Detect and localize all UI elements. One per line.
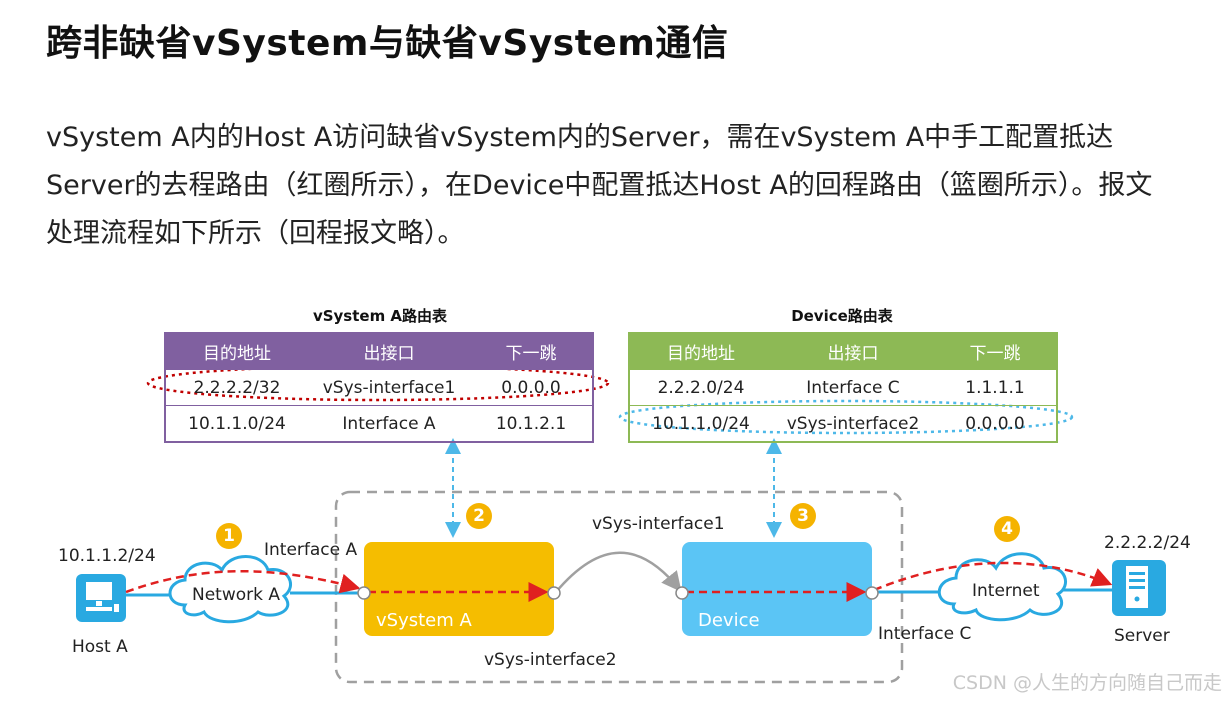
table-b-header-nexthop: 下一跳 (934, 333, 1057, 370)
device-box (682, 542, 872, 636)
table-b-r1-dest: 2.2.2.0/24 (629, 369, 772, 406)
table-row: 10.1.1.0/24 vSys-interface2 0.0.0.0 (629, 405, 1057, 442)
server-icon (1112, 560, 1166, 616)
host-ip-label: 10.1.1.2/24 (58, 546, 156, 566)
table-a-header-nexthop: 下一跳 (470, 333, 593, 370)
vsystem-a-label: vSystem A (376, 610, 472, 631)
table-a-r2-iface: Interface A (308, 405, 470, 442)
table-b-header: 目的地址 出接口 下一跳 (629, 333, 1057, 370)
table-b-r2-dest: 10.1.1.0/24 (629, 405, 772, 442)
internet-label: Internet (972, 581, 1040, 601)
interface-a-label: Interface A (264, 540, 358, 560)
description: vSystem A内的Host A访问缺省vSystem内的Server，需在v… (46, 114, 1196, 258)
server-name-label: Server (1114, 626, 1170, 646)
vsys-interface1-port (675, 586, 689, 600)
route-highlight-blue (618, 399, 1074, 435)
vsys-interface2-label: vSys-interface2 (484, 650, 617, 670)
flow-host-to-vsystema (125, 570, 361, 594)
vsystem-a-box (364, 542, 554, 636)
table-a-r1-iface: vSys-interface1 (308, 369, 470, 406)
step-badge-3: 3 (790, 503, 816, 529)
step-badge-4: 4 (994, 516, 1020, 542)
internet-cloud (937, 552, 1068, 622)
vsys-interface1-label: vSys-interface1 (592, 514, 725, 534)
table-b-header-iface: 出接口 (772, 333, 934, 370)
step-badge-1: 1 (216, 523, 242, 549)
device-label: Device (698, 610, 760, 631)
description-line-3: 处理流程如下所示（回程报文略）。 (46, 218, 465, 249)
table-b-r1-nexthop: 1.1.1.1 (934, 369, 1057, 406)
table-b-caption: Device路由表 (791, 307, 893, 325)
vsys-interface2-port (547, 586, 561, 600)
flow-device-to-server (873, 561, 1113, 592)
page-title: 跨非缺省vSystem与缺省vSystem通信 (46, 23, 729, 64)
table-a-header-iface: 出接口 (308, 333, 470, 370)
table-b-r2-iface: vSys-interface2 (772, 405, 934, 442)
server-ip-label: 2.2.2.2/24 (1104, 533, 1191, 553)
table-row: 10.1.1.0/24 Interface A 10.1.2.1 (165, 405, 593, 442)
device-route-table: 目的地址 出接口 下一跳 2.2.2.0/24 Interface C 1.1.… (628, 332, 1058, 443)
table-a-header-dest: 目的地址 (165, 333, 308, 370)
device-boundary (334, 490, 904, 684)
table-a-r1-nexthop: 0.0.0.0 (470, 369, 593, 406)
table-row: 2.2.2.2/32 vSys-interface1 0.0.0.0 (165, 369, 593, 406)
description-line-2: Server的去程路由（红圈所示），在Device中配置抵达Host A的回程路… (46, 170, 1153, 201)
table-b-header-dest: 目的地址 (629, 333, 772, 370)
network-a-label: Network A (192, 585, 281, 605)
vsys-link-arrow (555, 551, 682, 593)
table-a-r2-nexthop: 10.1.2.1 (470, 405, 593, 442)
watermark: CSDN @人生的方向随自己而走 (952, 672, 1222, 694)
table-row: 2.2.2.0/24 Interface C 1.1.1.1 (629, 369, 1057, 406)
interface-c-port (865, 586, 879, 600)
table-a-r2-dest: 10.1.1.0/24 (165, 405, 308, 442)
step-badge-2: 2 (466, 503, 492, 529)
table-a-r1-dest: 2.2.2.2/32 (165, 369, 308, 406)
host-name-label: Host A (72, 637, 128, 657)
host-icon (76, 574, 126, 622)
interface-a-port (357, 586, 371, 600)
table-a-header: 目的地址 出接口 下一跳 (165, 333, 593, 370)
table-b-r2-nexthop: 0.0.0.0 (934, 405, 1057, 442)
interface-c-label: Interface C (878, 624, 972, 644)
table-a-caption: vSystem A路由表 (312, 307, 448, 325)
table-b-r1-iface: Interface C (772, 369, 934, 406)
description-line-1: vSystem A内的Host A访问缺省vSystem内的Server，需在v… (46, 122, 1114, 153)
vsystem-a-route-table: 目的地址 出接口 下一跳 2.2.2.2/32 vSys-interface1 … (164, 332, 594, 443)
